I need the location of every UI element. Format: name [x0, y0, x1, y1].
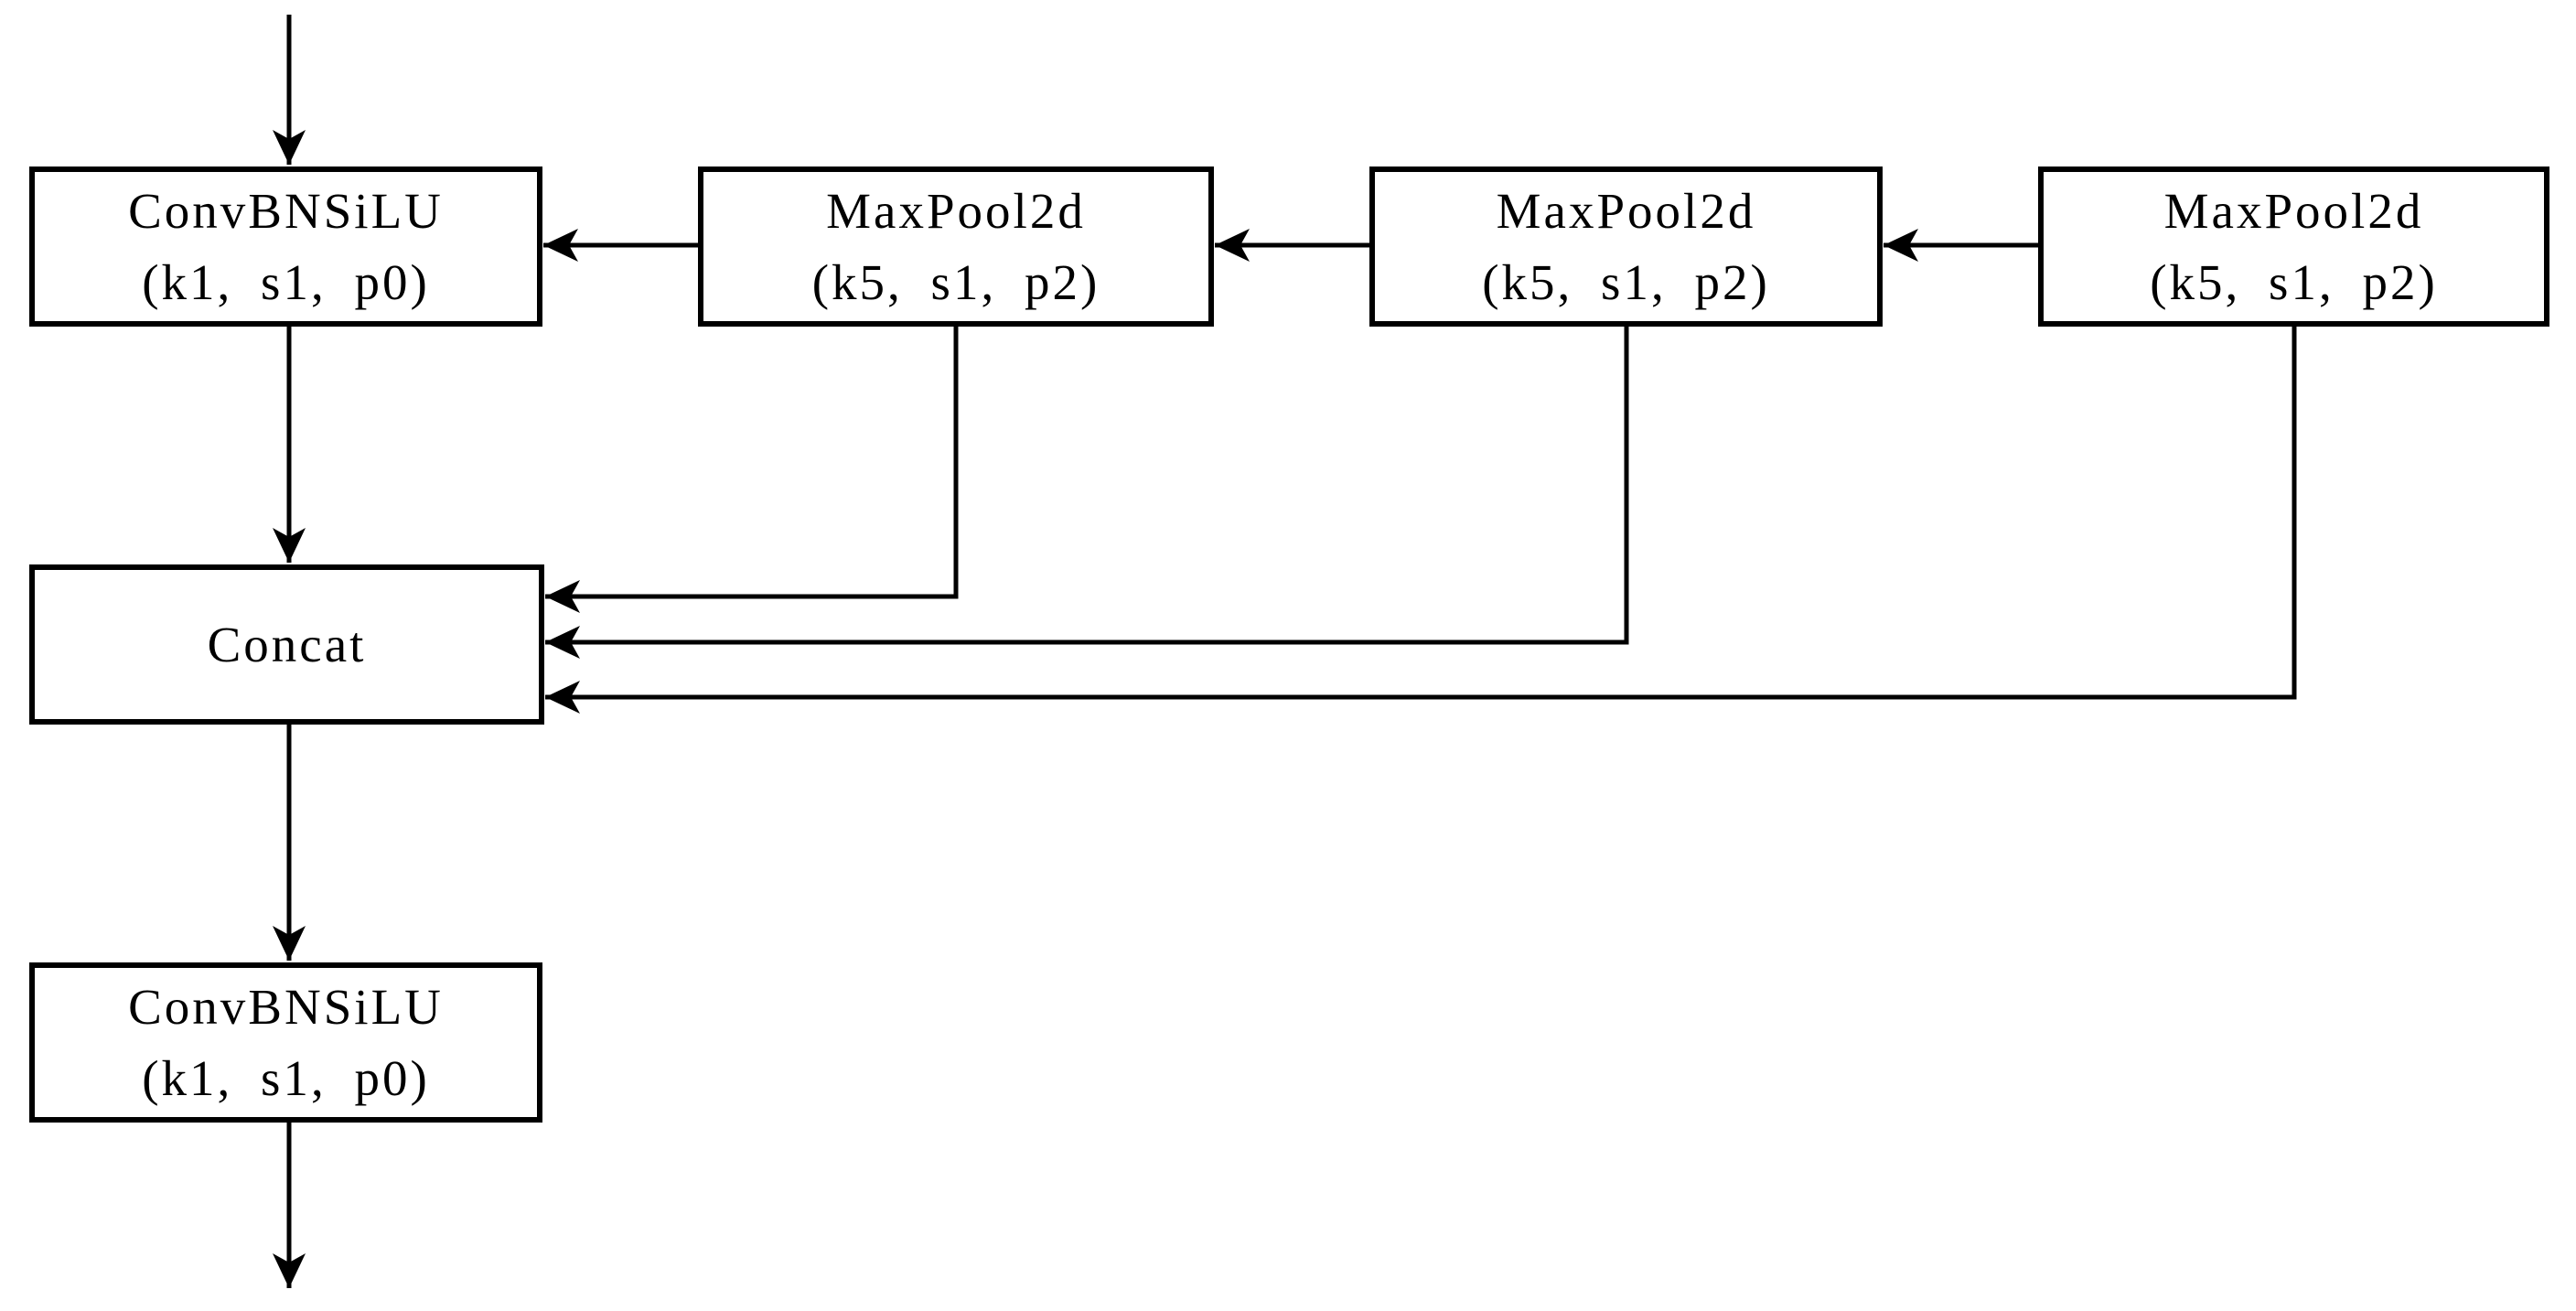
node-label: ConvBNSiLU — [128, 978, 444, 1035]
node-label: ConvBNSiLU — [128, 182, 444, 239]
edge-maxpool3-to-concat — [545, 327, 2297, 714]
node-convbnsilu-bottom: ConvBNSiLU (k1, s1, p0) — [29, 962, 542, 1123]
node-params: (k5, s1, p2) — [811, 253, 1100, 310]
edge-maxpool1-to-concat — [545, 327, 959, 613]
node-label: MaxPool2d — [2163, 182, 2424, 239]
node-concat: Concat — [29, 564, 544, 725]
node-params: (k1, s1, p0) — [142, 253, 430, 310]
edge-maxpool2-to-concat — [545, 327, 1629, 659]
node-maxpool2d-2: MaxPool2d (k5, s1, p2) — [1369, 167, 1883, 327]
node-params: (k5, s1, p2) — [2150, 253, 2438, 310]
node-params: (k1, s1, p0) — [142, 1049, 430, 1106]
node-convbnsilu-top: ConvBNSiLU (k1, s1, p0) — [29, 167, 542, 327]
node-label: MaxPool2d — [1496, 182, 1756, 239]
node-label: MaxPool2d — [826, 182, 1086, 239]
node-maxpool2d-1: MaxPool2d (k5, s1, p2) — [698, 167, 1214, 327]
node-label: Concat — [207, 616, 367, 672]
node-maxpool2d-3: MaxPool2d (k5, s1, p2) — [2038, 167, 2549, 327]
node-params: (k5, s1, p2) — [1482, 253, 1770, 310]
